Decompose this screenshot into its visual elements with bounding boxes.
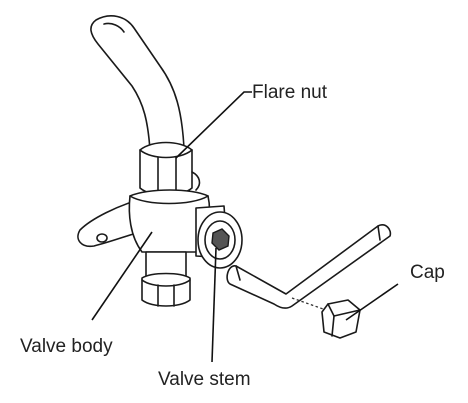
valve-stem-leader bbox=[211, 247, 217, 363]
flare-nut-icon bbox=[139, 141, 201, 197]
flare-nut-label: Flare nut bbox=[252, 82, 328, 103]
pipe-icon bbox=[90, 15, 185, 151]
hex-key-icon bbox=[226, 224, 392, 311]
valve-stem-label: Valve stem bbox=[158, 369, 251, 390]
flare-nut-leader bbox=[175, 91, 252, 159]
cap-label: Cap bbox=[410, 262, 445, 283]
cap-leader bbox=[345, 283, 399, 321]
cap-icon bbox=[321, 299, 361, 339]
valve-body-leader bbox=[91, 231, 153, 321]
valve-stem-icon bbox=[197, 211, 243, 269]
valve-body-label: Valve body bbox=[20, 336, 113, 357]
